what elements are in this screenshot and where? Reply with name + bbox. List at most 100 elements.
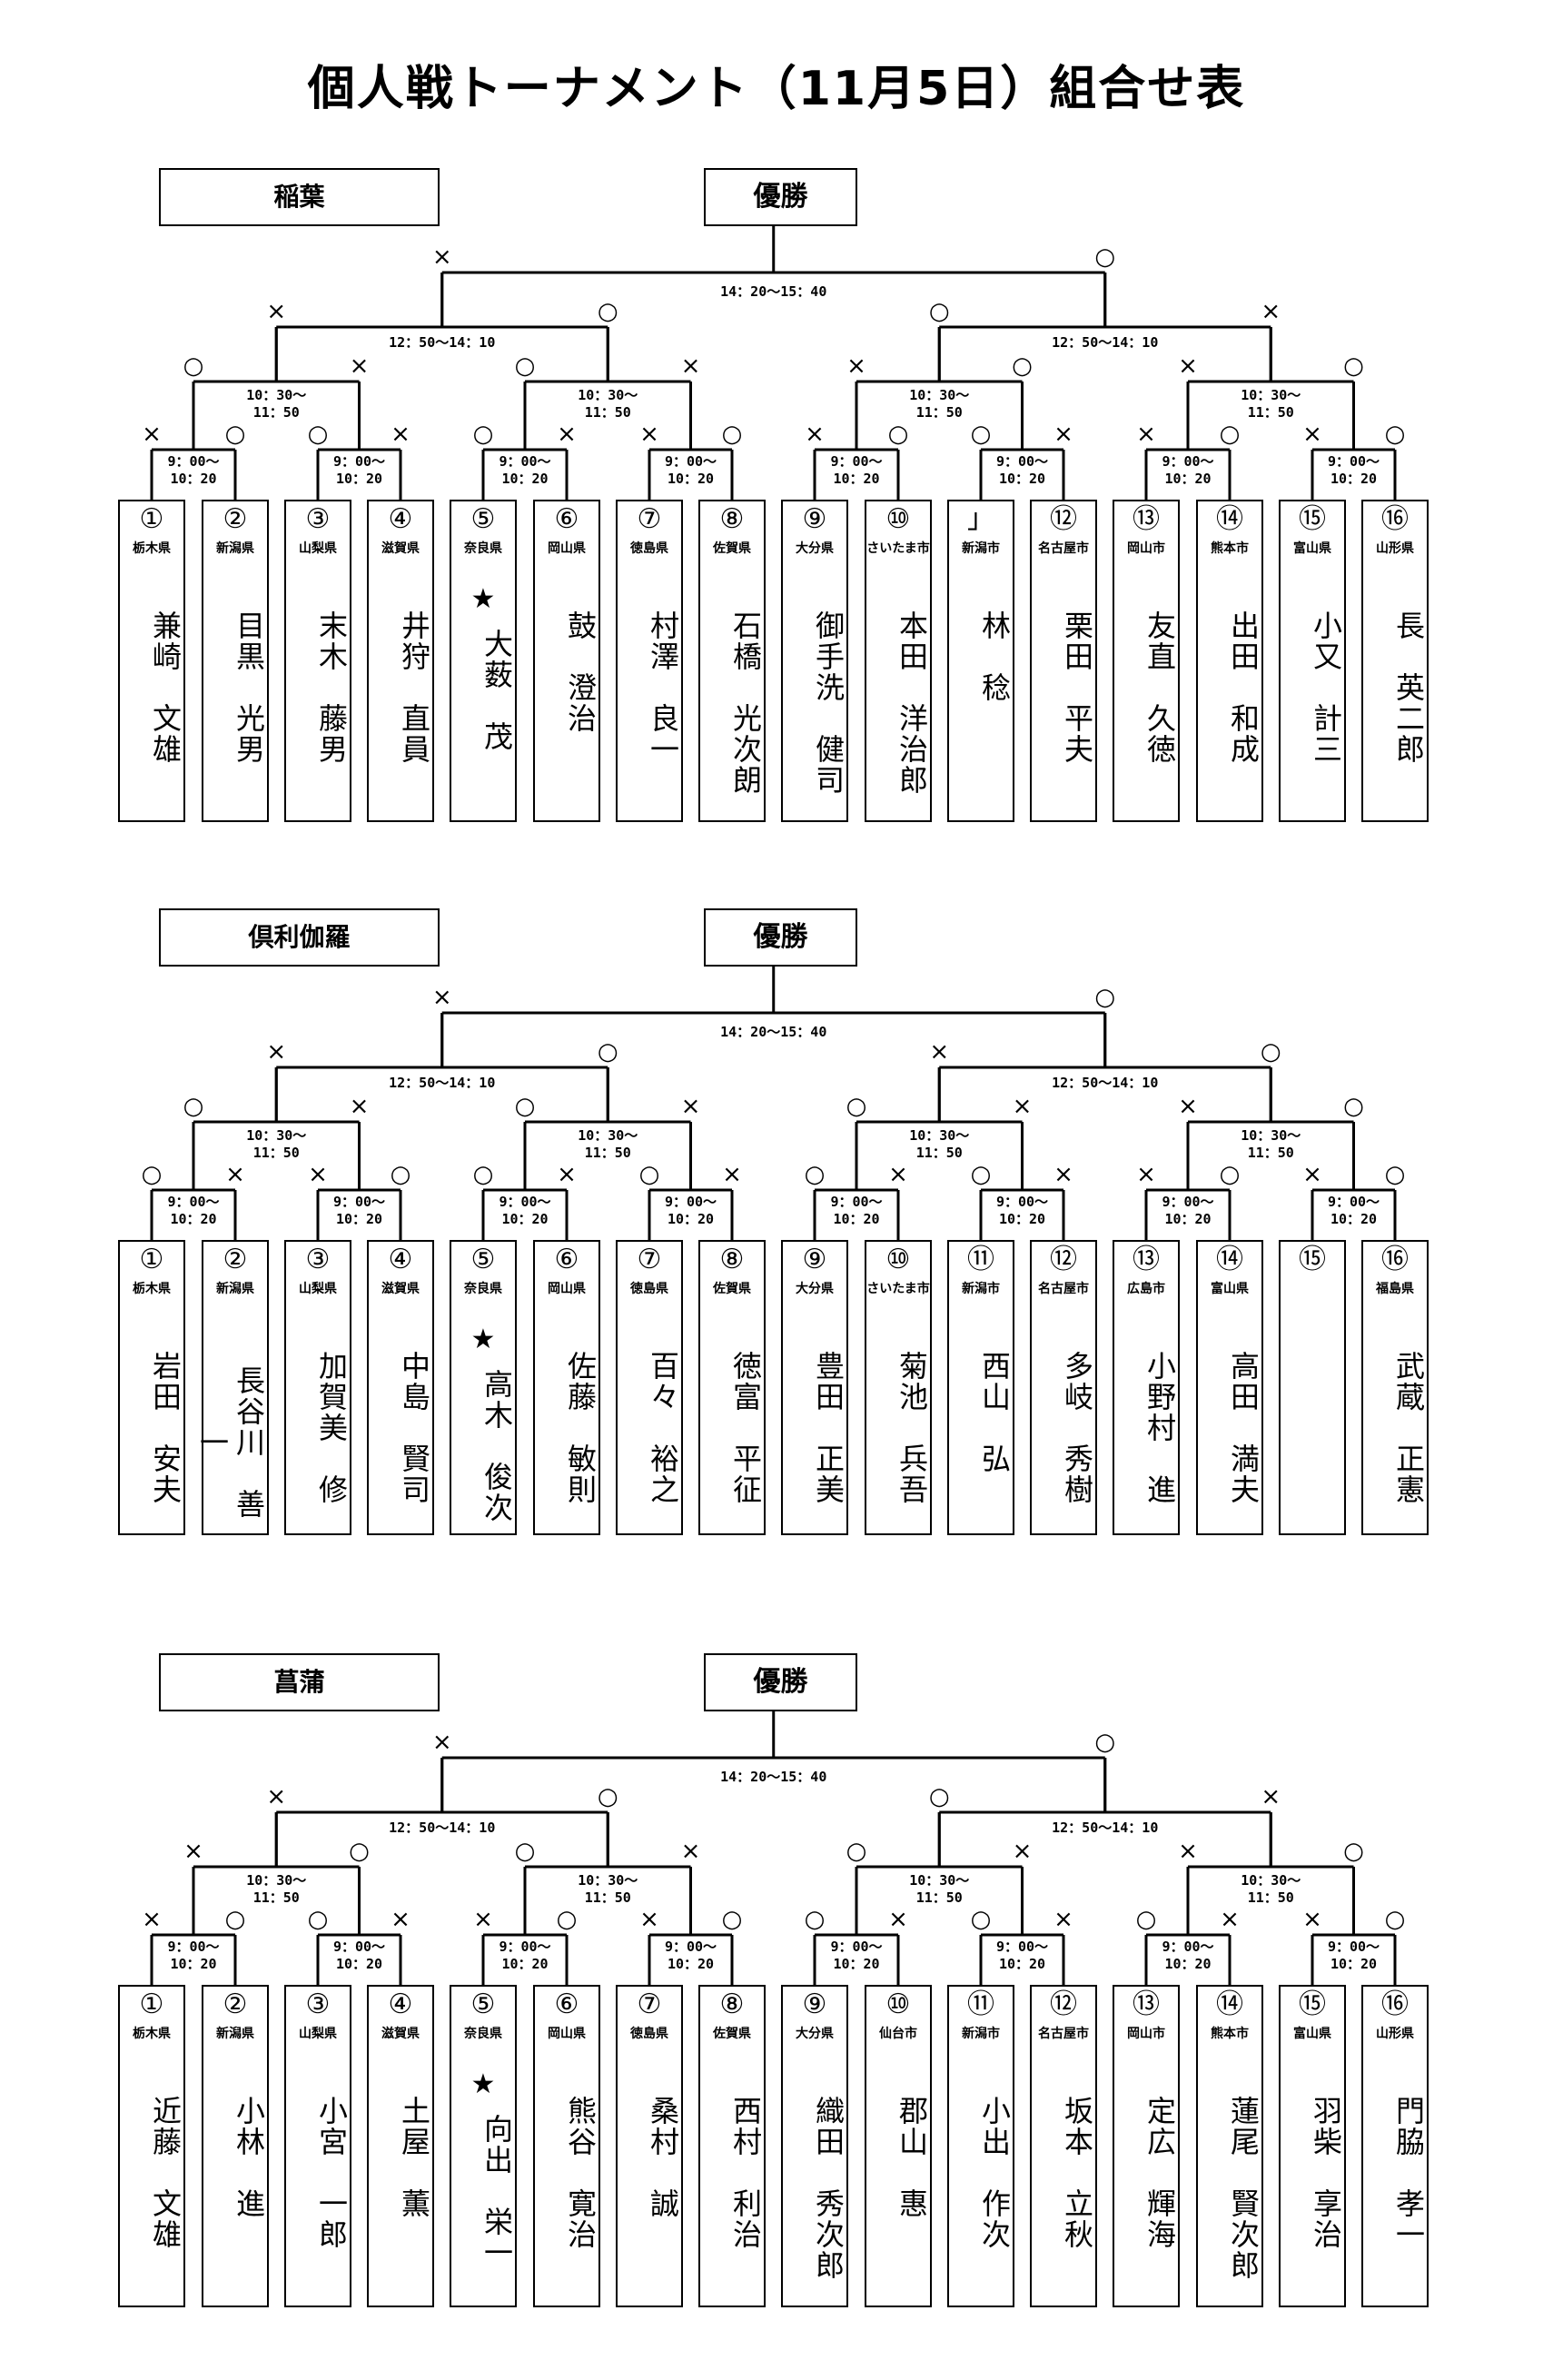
result-mark: × [431,984,452,1011]
seed-number: ⑮ [1299,1244,1326,1275]
player-name: 門脇 孝一 [1391,2096,1426,2250]
seed-number: ⑬ [1133,1988,1160,2020]
match-time-label: 9：00〜 10：20 [332,1194,386,1227]
match-time-label: 10：30〜 11：50 [246,387,307,421]
seed-number: ⑭ [1216,1988,1243,2020]
result-mark: × [266,1783,287,1810]
player-name: 友直 久徳 [1142,610,1177,765]
seed-number: ⑭ [1216,1244,1243,1275]
seed-number: ⑩ [885,1244,911,1275]
result-mark: × [183,1838,203,1865]
match-time-label: 9：00〜 10：20 [1162,453,1214,487]
player-name: 近藤 文雄 [148,2096,183,2250]
player-name: 大薮 茂 [480,629,514,752]
seed-number: ⑧ [719,503,745,535]
player-name: 小林 進 [232,2096,266,2219]
seed-number: ③ [305,1244,331,1275]
player-name: 西村 利治 [728,2096,763,2250]
result-mark: × [1261,298,1281,325]
seed-number: ① [139,1988,164,2020]
player-box: 」新潟市林 稔 [947,500,1014,822]
prefecture-label: 栃木県 [133,1282,171,1296]
result-mark: ○ [638,1161,660,1188]
star-icon: ★ [470,2068,496,2100]
seed-number: ⑪ [967,1988,994,2020]
match-time-label: 12：50〜14：10 [389,334,496,351]
prefecture-label: 岡山県 [548,541,586,556]
prefecture-label: 仙台市 [879,2027,917,2041]
result-mark: × [929,1038,950,1066]
seed-number: ⑫ [1050,503,1077,535]
result-mark: × [1261,1783,1281,1810]
result-mark: ○ [846,1838,867,1865]
match-time-label: 9：00〜 10：20 [167,1939,220,1972]
match-time-label: 10：30〜 11：50 [1241,1872,1301,1906]
match-time-label: 9：00〜 10：20 [664,1194,717,1227]
prefecture-label: 岡山県 [548,1282,586,1296]
match-time-label: 9：00〜 10：20 [1162,1194,1214,1227]
prefecture-label: 富山県 [1293,541,1331,556]
result-mark: ○ [1094,1729,1116,1756]
result-mark: ○ [183,1093,204,1120]
match-time-label: 10：30〜 11：50 [578,1127,638,1161]
prefecture-label: 新潟市 [962,2027,1000,2041]
prefecture-label: 滋賀県 [381,541,420,556]
seed-number: ① [139,503,164,535]
result-mark: ○ [970,1161,992,1188]
result-mark: ○ [390,1161,411,1188]
seed-number: ⑨ [802,1988,827,2020]
player-name: 菊池 兵吾 [895,1351,929,1505]
match-time-label: 9：00〜 10：20 [830,1939,883,1972]
match-time-label: 9：00〜 10：20 [830,1194,883,1227]
result-mark: × [639,1906,659,1933]
prefecture-label: 奈良県 [464,2027,502,2041]
result-mark: ○ [1260,1038,1281,1066]
result-mark: ○ [970,1906,992,1933]
prefecture-label: 奈良県 [464,1282,502,1296]
seed-number: ② [223,503,248,535]
result-mark: ○ [307,421,329,448]
prefecture-label: 栃木県 [133,2027,171,2041]
player-name: 多岐 秀樹 [1060,1351,1094,1505]
prefecture-label: 熊本市 [1211,2027,1249,2041]
prefecture-label: 新潟市 [962,541,1000,556]
result-mark: ○ [183,352,204,380]
result-mark: × [557,1161,577,1188]
seed-number: ⑨ [802,1244,827,1275]
player-name: 兼崎 文雄 [148,610,183,765]
seed-number: ⑤ [470,1244,496,1275]
seed-number: ⑤ [470,503,496,535]
match-time-label: 14：20〜15：40 [720,1769,827,1785]
result-mark: ○ [1343,1093,1364,1120]
prefecture-label: 岡山県 [548,2027,586,2041]
match-time-label: 9：00〜 10：20 [664,1939,717,1972]
seed-number: ③ [305,503,331,535]
result-mark: ○ [224,421,246,448]
match-time-label: 9：00〜 10：20 [167,453,220,487]
result-mark: × [266,298,287,325]
seed-number: ⑦ [637,503,662,535]
result-mark: × [805,421,825,448]
seed-number: ⑬ [1133,503,1160,535]
result-mark: × [142,421,162,448]
result-mark: × [722,1161,742,1188]
result-mark: ○ [1135,1906,1157,1933]
seed-number: ⑥ [554,503,579,535]
section-label: 稲葉 [159,168,440,226]
player-name: 定広 輝海 [1142,2096,1177,2250]
player-name: 林 稔 [977,610,1012,703]
